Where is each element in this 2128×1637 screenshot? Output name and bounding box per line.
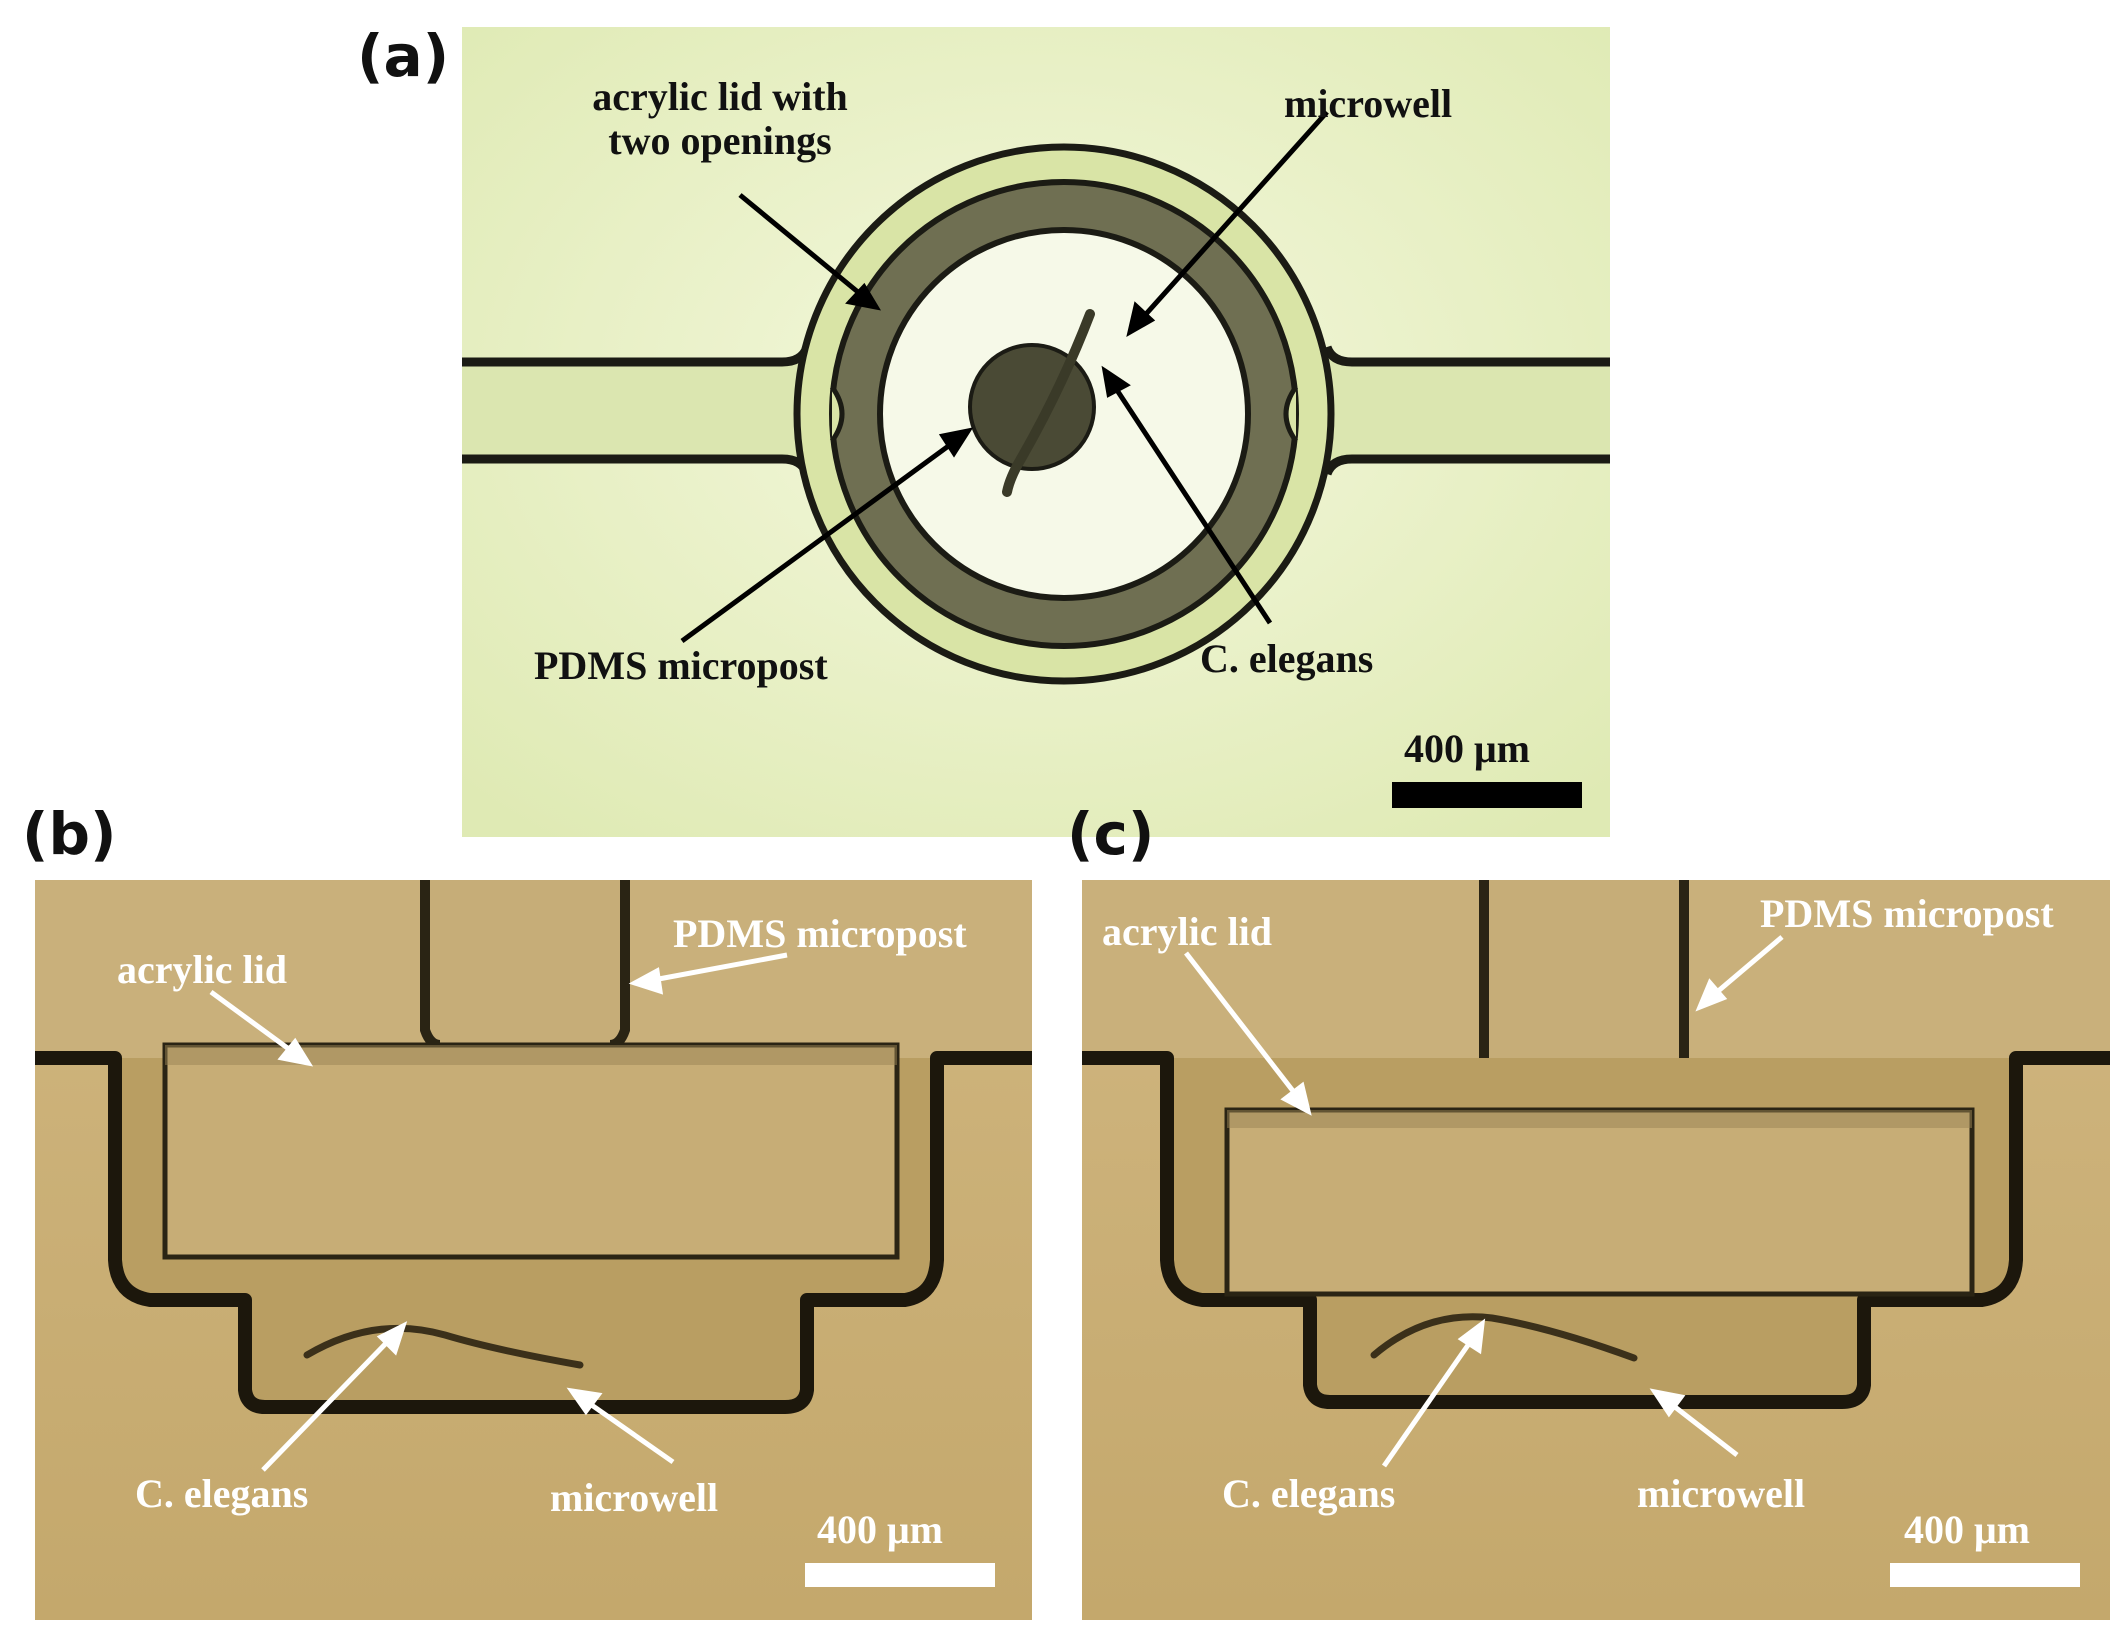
panel-b-label-c-elegans: C. elegans [135,1471,309,1516]
panel-a-label-c-elegans: C. elegans [1200,636,1374,681]
panel-c-scale-label: 400 μm [1904,1507,2030,1552]
panel-c-label-acrylic-lid: acrylic lid [1102,909,1272,954]
panel-c-micrograph: acrylic lid PDMS micropost C. elegans mi… [1082,880,2110,1620]
panel-b-label-micropost: PDMS micropost [673,911,967,956]
panel-a-label-microwell: microwell [1284,81,1453,126]
panel-a-label-micropost: PDMS micropost [534,643,828,688]
panel-c-label-c-elegans: C. elegans [1222,1471,1396,1516]
panel-a-micrograph: acrylic lid with two openings microwell … [462,27,1610,837]
panel-b-micrograph: acrylic lid PDMS micropost C. elegans mi… [35,880,1032,1620]
panel-c-label-microwell: microwell [1637,1471,1806,1516]
panel-a-label-acrylic-lid: acrylic lid with two openings [560,75,880,163]
panel-a-label-acrylic-lid-line1: acrylic lid with [592,74,848,119]
panel-b-label-microwell: microwell [550,1475,719,1520]
panel-b-letter: (b) [22,800,117,868]
panel-b-scale-label: 400 μm [817,1507,943,1552]
panel-b-label-acrylic-lid: acrylic lid [117,947,287,992]
panel-a-letter: (a) [357,22,450,90]
panel-c-label-micropost: PDMS micropost [1760,891,2054,936]
panel-c-letter: (c) [1067,800,1155,868]
panel-a-scale-label: 400 μm [1404,726,1530,771]
panel-a-label-acrylic-lid-line2: two openings [608,118,832,163]
